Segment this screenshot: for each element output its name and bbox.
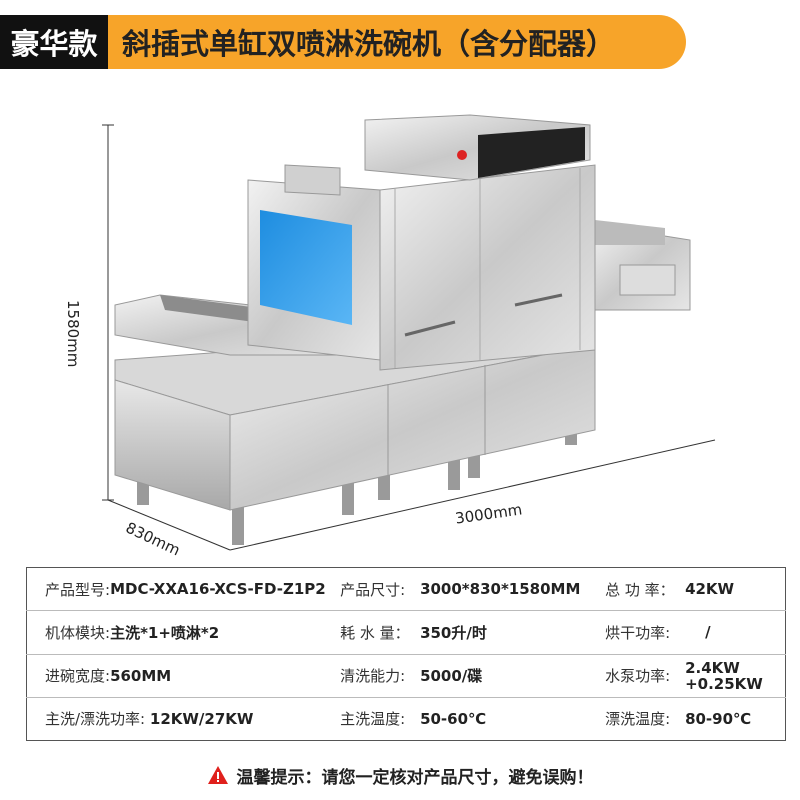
spec-value: 12KW/27KW	[149, 710, 254, 729]
spec-table: 产品型号: MDC-XXA16-XCS-FD-Z1P2 产品尺寸: 3000*8…	[26, 567, 786, 741]
spec-label: 机体模块:	[26, 610, 111, 655]
spec-value: 42KW	[685, 567, 786, 612]
spec-label: 烘干功率:	[605, 610, 686, 655]
spec-label: 漂洗温度:	[605, 710, 671, 729]
spec-label: 清洗能力:	[340, 654, 421, 698]
spec-label: 水泵功率:	[605, 654, 686, 698]
spec-label: 进碗宽度:	[26, 654, 111, 698]
spec-label: 产品型号:	[26, 567, 111, 612]
spec-value: 5000/碟	[420, 654, 606, 698]
spec-value: /	[685, 610, 786, 655]
table-row: 进碗宽度: 560MM 清洗能力: 5000/碟 水泵功率: 2.4KW+0.2…	[26, 654, 786, 698]
table-row: 主洗/漂洗功率: 12KW/27KW 主洗温度: 50-60℃ 漂洗温度: 80…	[27, 697, 786, 740]
spec-value-line2: +0.25KW	[685, 674, 763, 693]
spec-value: 2.4KW	[685, 658, 740, 677]
spec-label: 主洗/漂洗功率:	[45, 710, 146, 729]
spec-value: 560MM	[110, 654, 341, 698]
dimension-lines	[102, 124, 716, 551]
warning-triangle-icon	[207, 766, 228, 784]
warning-text: 温馨提示：请您一定核对产品尺寸，避免误购！	[236, 767, 594, 788]
spec-label: 总 功 率：	[605, 567, 686, 612]
spec-value: MDC-XXA16-XCS-FD-Z1P2	[110, 567, 341, 612]
spec-value: 50-60℃	[420, 709, 487, 728]
spec-label: 主洗温度:	[340, 710, 406, 729]
table-row: 机体模块: 主洗*1+喷淋*2 耗 水 量： 350升/时 烘干功率: /	[26, 610, 786, 655]
spec-value: 主洗*1+喷淋*2	[110, 610, 341, 655]
warning-notice: 温馨提示：请您一定核对产品尺寸，避免误购！	[0, 760, 800, 790]
spec-label: 产品尺寸:	[340, 567, 421, 612]
height-dimension-label: 1580mm	[64, 300, 82, 368]
table-row: 产品型号: MDC-XXA16-XCS-FD-Z1P2 产品尺寸: 3000*8…	[26, 567, 786, 612]
edition-badge: 豪华款	[0, 15, 108, 69]
spec-label: 耗 水 量：	[340, 610, 421, 655]
product-title: 斜插式单缸双喷淋洗碗机（含分配器）	[108, 15, 686, 69]
dishwasher-product-image	[102, 114, 716, 551]
spec-value: 350升/时	[420, 610, 606, 655]
spec-value: 3000*830*1580MM	[420, 567, 606, 612]
spec-value: 80-90℃	[685, 709, 752, 728]
